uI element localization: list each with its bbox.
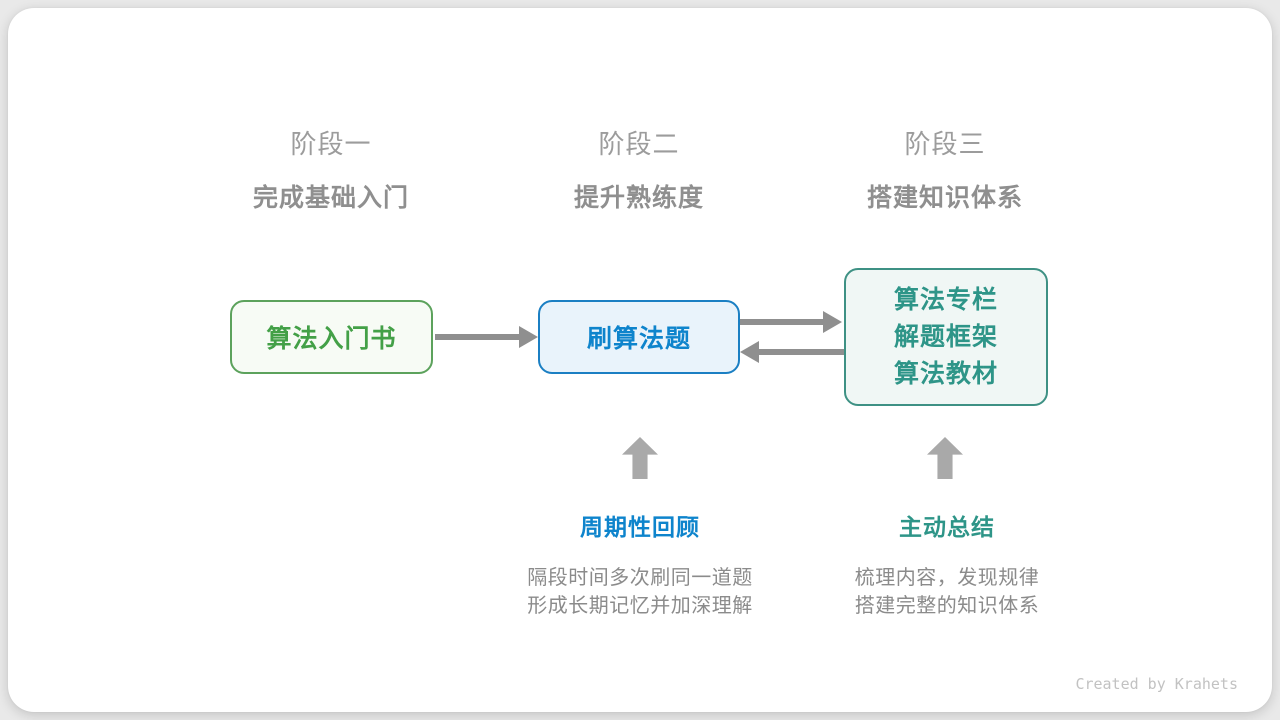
stage-3-header: 阶段三 搭建知识体系 [825, 124, 1065, 214]
node-intro-book: 算法入门书 [230, 300, 433, 374]
arrow-advanced-to-practice-line [757, 349, 844, 355]
arrow-practice-to-advanced-line [740, 319, 826, 325]
node-advanced-materials: 算法专栏 解题框架 算法教材 [844, 268, 1048, 406]
arrow-right-icon [823, 311, 842, 333]
stage-3-title: 搭建知识体系 [866, 184, 1023, 212]
node-practice-problems: 刷算法题 [538, 300, 740, 374]
stage-2-header: 阶段二 提升熟练度 [519, 124, 759, 214]
arrow-left-icon [740, 341, 759, 363]
arrow-right-icon [519, 326, 538, 348]
annotation-summary: 主动总结 梳理内容，发现规律 搭建完整的知识体系 [797, 508, 1097, 620]
stage-1-header: 阶段一 完成基础入门 [211, 124, 451, 214]
annotation-summary-desc-line-1: 梳理内容，发现规律 [854, 567, 1040, 589]
credit-text: Created by Krahets [1075, 675, 1238, 693]
node-intro-book-label: 算法入门书 [266, 325, 397, 353]
up-arrow-icon-summary [927, 437, 963, 479]
node-advanced-line-1: 算法专栏 [893, 285, 998, 314]
stage-1-title: 完成基础入门 [252, 184, 409, 212]
stage-1-label: 阶段一 [290, 129, 372, 159]
annotation-review-title: 周期性回顾 [580, 514, 700, 540]
arrow-intro-to-practice-line [435, 334, 522, 340]
stage-3-label: 阶段三 [904, 129, 986, 159]
annotation-review-desc-line-2: 形成长期记忆并加深理解 [527, 595, 753, 617]
stage-2-title: 提升熟练度 [573, 184, 704, 212]
node-practice-problems-label: 刷算法题 [586, 325, 691, 353]
node-advanced-line-2: 解题框架 [893, 322, 998, 351]
annotation-review-desc-line-1: 隔段时间多次刷同一道题 [527, 567, 753, 589]
annotation-summary-title: 主动总结 [899, 514, 995, 540]
up-arrow-icon-review [622, 437, 658, 479]
diagram-card: 阶段一 完成基础入门 阶段二 提升熟练度 阶段三 搭建知识体系 算法入门书 刷算… [8, 8, 1272, 712]
annotation-summary-desc: 梳理内容，发现规律 搭建完整的知识体系 [797, 564, 1097, 620]
stage-2-label: 阶段二 [598, 129, 680, 159]
annotation-review: 周期性回顾 隔段时间多次刷同一道题 形成长期记忆并加深理解 [490, 508, 790, 620]
annotation-summary-desc-line-2: 搭建完整的知识体系 [854, 595, 1040, 617]
annotation-review-desc: 隔段时间多次刷同一道题 形成长期记忆并加深理解 [490, 564, 790, 620]
node-advanced-line-3: 算法教材 [893, 359, 998, 388]
